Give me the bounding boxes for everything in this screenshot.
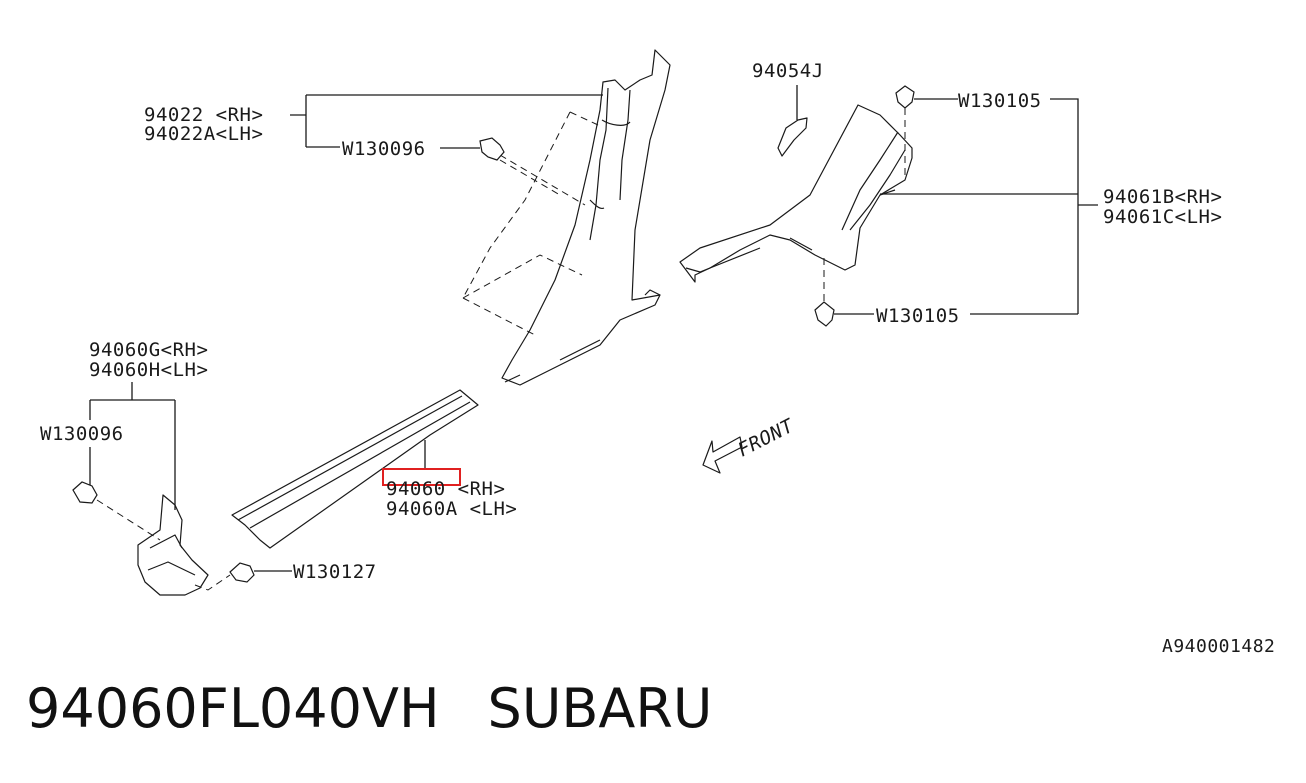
clip-w130096-left: [72, 481, 98, 504]
label-94060a-lh: 94060A <LH>: [386, 498, 517, 520]
quarter-trim-94061: [679, 104, 913, 283]
diagram-id: A940001482: [1162, 636, 1275, 657]
label-94060h-lh: 94060H<LH>: [89, 359, 208, 381]
label-94061c-lh: 94061C<LH>: [1103, 206, 1222, 228]
label-94054j: 94054J: [752, 60, 824, 82]
label-w130105-bottom: W130105: [876, 305, 960, 327]
sill-plate-94060: 94060 <RH> 94060A <LH>: [231, 389, 517, 549]
highlight-box-94060: [382, 468, 461, 486]
label-94060-rh: 94060 <RH>: [386, 478, 505, 500]
label-w130096-top: W130096: [342, 138, 426, 160]
label-94061b-rh: 94061B<RH>: [1103, 186, 1222, 208]
front-direction-arrow: FRONT: [702, 414, 798, 474]
b-pillar-trim: [501, 49, 671, 386]
callout-94022: 94022 <RH> 94022A<LH> W130096: [144, 94, 603, 196]
brand-name: SUBARU: [487, 677, 713, 740]
label-94022a-lh: 94022A<LH>: [144, 123, 263, 145]
clip-w130127: [229, 562, 255, 583]
label-94022-rh: 94022 <RH>: [144, 104, 263, 126]
label-94060g-rh: 94060G<RH>: [89, 339, 208, 361]
label-w130096-left: W130096: [40, 423, 124, 445]
part-number: 94060FL040VH: [26, 677, 440, 740]
label-front: FRONT: [734, 414, 798, 461]
label-w130105-top: W130105: [958, 90, 1042, 112]
callout-w130105-top: W130105: [880, 85, 1098, 314]
clip-w130105-top: [895, 85, 915, 109]
clip-w130105-bottom: [814, 301, 835, 327]
kick-panel-94060g: 94060G<RH> 94060H<LH> W130096 W130127: [40, 339, 377, 596]
clip-w130096-top: [479, 137, 505, 161]
bracket-94054j: 94054J: [752, 60, 824, 157]
callout-w130105-bottom: W130105: [814, 258, 1078, 327]
label-w130127: W130127: [293, 561, 377, 583]
